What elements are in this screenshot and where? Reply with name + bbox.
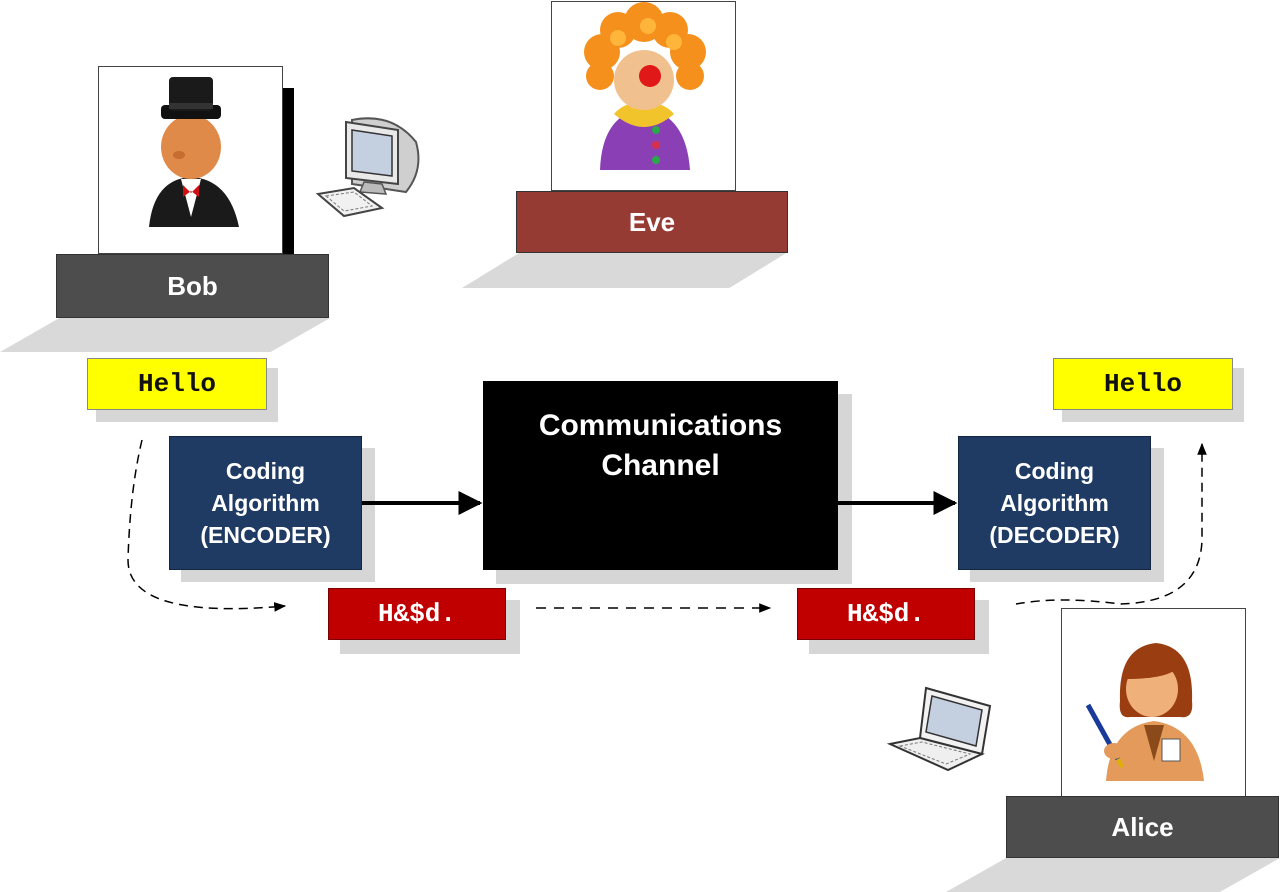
businesswoman-icon: [1085, 643, 1204, 781]
eve-portrait: [551, 1, 736, 191]
encoder-box: Coding Algorithm (ENCODER): [169, 436, 362, 570]
communications-channel-box: Communications Channel: [483, 381, 838, 570]
alice-portrait: [1061, 608, 1246, 798]
ciphertext-in: H&$d.: [797, 588, 975, 640]
sender-plaintext-label: Hello: [137, 369, 216, 399]
ciphertext-in-label: H&$d.: [846, 599, 925, 629]
sender-plaintext: Hello: [87, 358, 267, 410]
alice-nameplate: Alice: [1006, 796, 1279, 858]
decoder-line-2: Algorithm: [1000, 490, 1109, 516]
decoder-box: Coding Algorithm (DECODER): [958, 436, 1151, 570]
desktop-computer-icon: [315, 117, 420, 218]
alice-floor-shadow: [946, 858, 1280, 892]
encoder-line-1: Coding: [225, 458, 306, 484]
eve-nameplate: Eve: [516, 191, 788, 253]
ciphertext-out: H&$d.: [328, 588, 506, 640]
bob-floor-shadow: [0, 318, 330, 352]
eve-floor-shadow: [462, 252, 788, 288]
alice-name-label: Alice: [1111, 811, 1174, 842]
receiver-plaintext: Hello: [1053, 358, 1233, 410]
laptop-icon: [886, 686, 992, 772]
clown-icon: [584, 2, 706, 170]
bob-nameplate: Bob: [56, 254, 329, 318]
decoder-line-3: (DECODER): [989, 522, 1120, 548]
bob-name-label: Bob: [167, 270, 218, 301]
encoder-line-2: Algorithm: [211, 490, 320, 516]
decoder-line-1: Coding: [1014, 458, 1095, 484]
receiver-plaintext-label: Hello: [1103, 369, 1182, 399]
bob-portrait: [98, 66, 283, 254]
channel-line-2: Channel: [601, 448, 720, 482]
ciphertext-out-label: H&$d.: [377, 599, 456, 629]
eve-name-label: Eve: [628, 206, 676, 237]
channel-line-1: Communications: [538, 408, 783, 442]
top-hat-man-icon: [149, 77, 239, 227]
encoder-line-3: (ENCODER): [200, 522, 331, 548]
